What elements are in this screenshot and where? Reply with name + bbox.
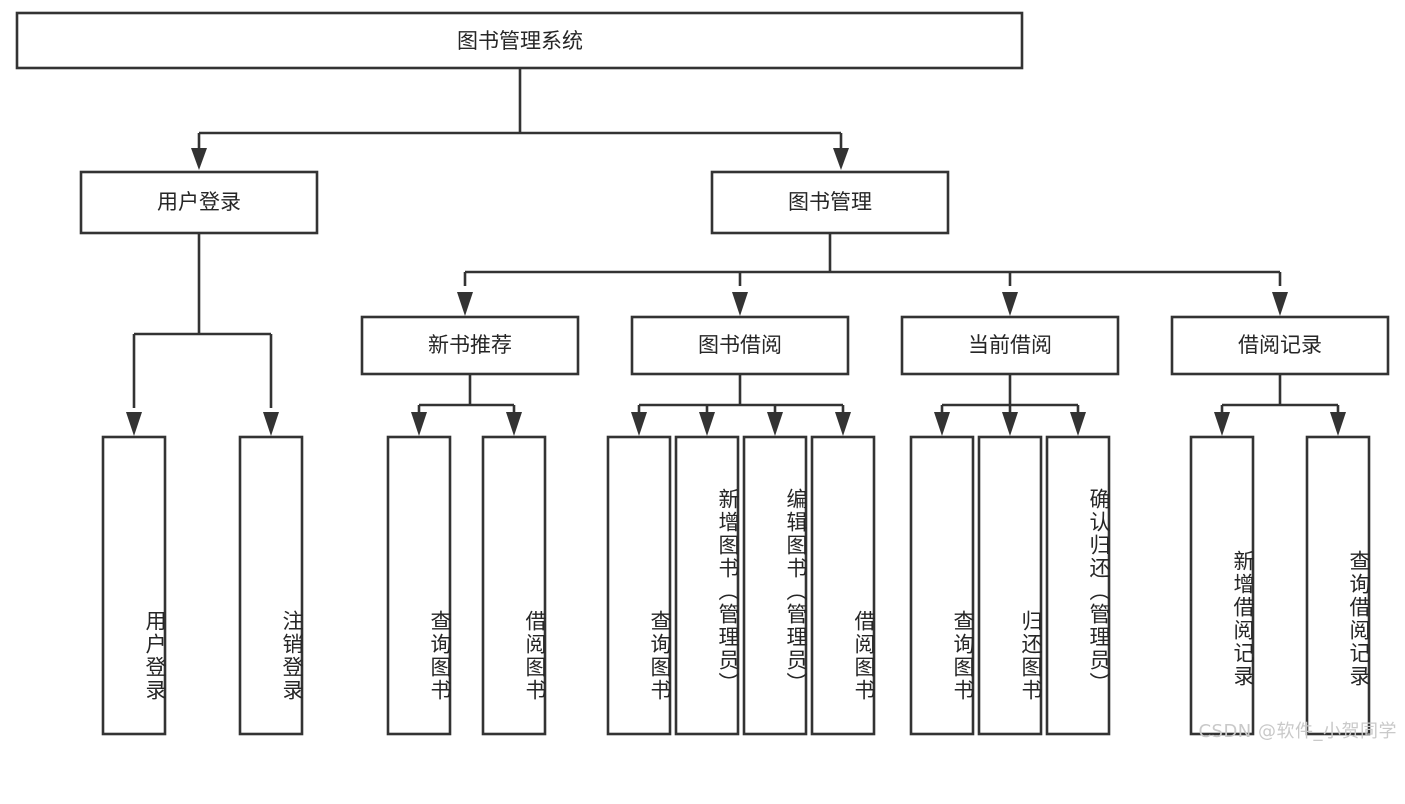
arrow-head-icon — [191, 148, 207, 170]
arrow-head-icon — [934, 412, 950, 436]
arrow-head-icon — [457, 292, 473, 316]
arrow-head-icon — [631, 412, 647, 436]
arrow-head-icon — [1330, 412, 1346, 436]
node-user-login-box[interactable] — [79, 170, 319, 235]
leaf-box-query-borrow-record[interactable] — [1305, 435, 1371, 736]
node-user-login-label: 用户登录 — [157, 190, 241, 214]
connector-borrowrecord-to-leaves — [1214, 375, 1346, 436]
leaf-box-user-login[interactable] — [101, 435, 167, 736]
arrow-head-icon — [126, 412, 142, 436]
leaf-box-confirm-return-admin[interactable] — [1045, 435, 1111, 736]
leaf-box-query-book-bb[interactable] — [606, 435, 672, 736]
leaf-box-borrow-book-bb[interactable] — [810, 435, 876, 736]
arrow-head-icon — [767, 412, 783, 436]
leaf-box-query-book-cb[interactable] — [909, 435, 975, 736]
leaf-box-add-borrow-record[interactable] — [1189, 435, 1255, 736]
arrow-head-icon — [1272, 292, 1288, 316]
node-root-label: 图书管理系统 — [457, 29, 583, 53]
arrow-head-icon — [1214, 412, 1230, 436]
node-current-borrow-box[interactable] — [900, 315, 1120, 376]
arrow-head-icon — [411, 412, 427, 436]
node-root-box[interactable] — [15, 11, 1024, 70]
arrow-head-icon — [1070, 412, 1086, 436]
node-new-book-recommend-box[interactable] — [360, 315, 580, 376]
connector-newbook-to-leaves — [411, 375, 522, 436]
connector-bookborrow-to-leaves — [631, 375, 851, 436]
connector-root-to-level2 — [191, 68, 849, 170]
leaf-box-return-book[interactable] — [977, 435, 1043, 736]
arrow-head-icon — [1002, 292, 1018, 316]
node-book-management[interactable]: 图书管理 — [710, 170, 950, 235]
arrow-head-icon — [835, 412, 851, 436]
connector-userlogin-to-leaves — [126, 234, 279, 436]
leaf-box-edit-book-admin[interactable] — [742, 435, 808, 736]
arrow-head-icon — [833, 148, 849, 170]
functional-structure-diagram: 图书管理系统 用户登录 图书管理 新书推荐 图书借阅 当前借阅 借阅记录 — [15, 11, 1397, 742]
watermark: CSDN @软件_小贺同学 — [1198, 721, 1397, 742]
node-borrow-record-box[interactable] — [1170, 315, 1390, 376]
arrow-head-icon — [263, 412, 279, 436]
arrow-head-icon — [1002, 412, 1018, 436]
connector-currentborrow-to-leaves — [934, 375, 1086, 436]
tree-canvas: 图书管理系统 用户登录 图书管理 新书推荐 图书借阅 当前借阅 借阅记录 — [15, 11, 1390, 736]
arrow-head-icon — [732, 292, 748, 316]
node-current-borrow[interactable]: 当前借阅 — [900, 315, 1120, 376]
leaf-box-add-book-admin[interactable] — [674, 435, 740, 736]
node-book-borrow[interactable]: 图书借阅 — [630, 315, 850, 376]
node-book-borrow-box[interactable] — [630, 315, 850, 376]
node-root[interactable]: 图书管理系统 — [15, 11, 1024, 70]
node-book-management-box[interactable] — [710, 170, 950, 235]
arrow-head-icon — [699, 412, 715, 436]
node-user-login[interactable]: 用户登录 — [79, 170, 319, 235]
node-book-borrow-label: 图书借阅 — [698, 333, 782, 357]
node-borrow-record[interactable]: 借阅记录 — [1170, 315, 1390, 376]
connector-bookmgmt-to-level3 — [457, 234, 1288, 316]
leaf-box-logout[interactable] — [238, 435, 304, 736]
node-book-management-label: 图书管理 — [788, 190, 872, 214]
node-borrow-record-label: 借阅记录 — [1238, 333, 1322, 357]
node-new-book-recommend-label: 新书推荐 — [428, 333, 512, 357]
node-current-borrow-label: 当前借阅 — [968, 333, 1052, 357]
arrow-head-icon — [506, 412, 522, 436]
leaf-box-borrow-book-nbr[interactable] — [481, 435, 547, 736]
node-new-book-recommend[interactable]: 新书推荐 — [360, 315, 580, 376]
leaf-box-query-book-nbr[interactable] — [386, 435, 452, 736]
